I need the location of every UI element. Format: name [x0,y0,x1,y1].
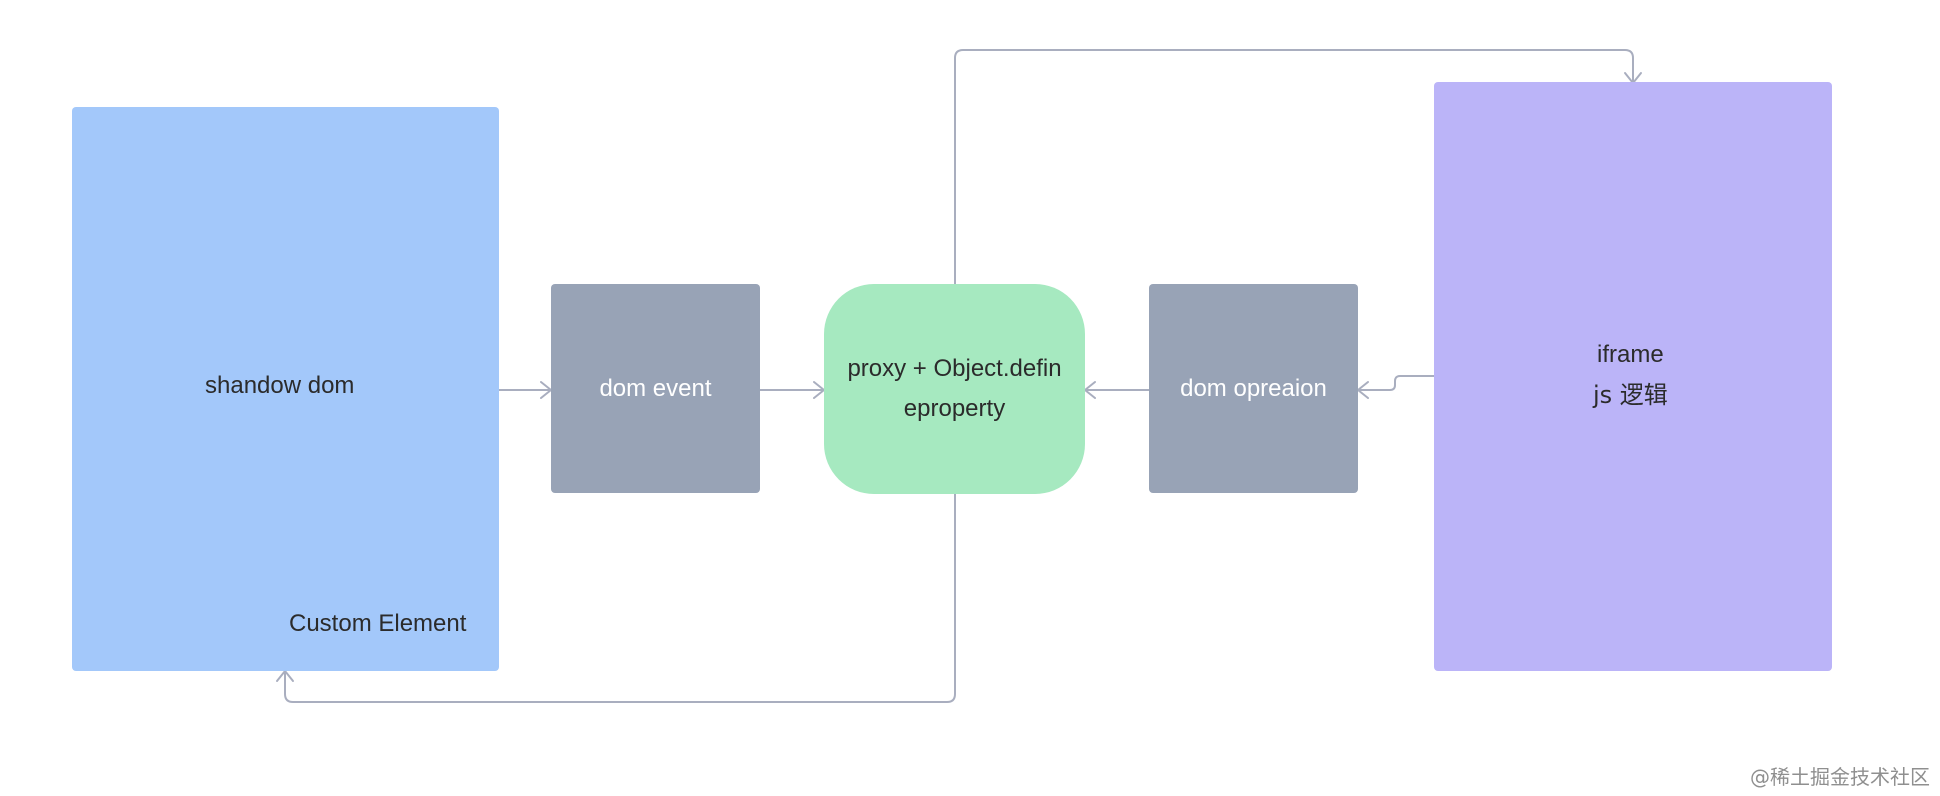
shadow-dom-label: shandow dom [205,372,355,399]
dom-operation-label: dom opreaion [1180,374,1327,402]
proxy-label-line1: proxy + Object.defin [847,355,1062,382]
dom-event-label: dom event [599,374,712,402]
arrowhead-proxy-right [1084,381,1096,399]
connector-proxy-to-shadowdom [284,493,956,703]
iframe-label-line1: iframe [1597,341,1664,368]
arrowhead-shadowdom [276,670,294,682]
dom-operation-node: dom opreaion [1149,284,1358,493]
shadow-dom-node: shandow dom Custom Element [72,107,499,671]
connector-proxy-to-iframe [954,49,1634,285]
connector-iframe-to-domop [1357,375,1435,391]
arrowhead-domop [1357,381,1369,399]
custom-element-label: Custom Element [289,610,467,637]
proxy-node: proxy + Object.defin eproperty [824,284,1085,494]
iframe-label-line2: js 逻辑 [1593,381,1668,409]
proxy-label-line2: eproperty [903,395,1006,422]
iframe-node: iframe js 逻辑 [1434,82,1832,671]
dom-event-node: dom event [551,284,760,493]
watermark-text: @稀土掘金技术社区 [1750,765,1930,789]
